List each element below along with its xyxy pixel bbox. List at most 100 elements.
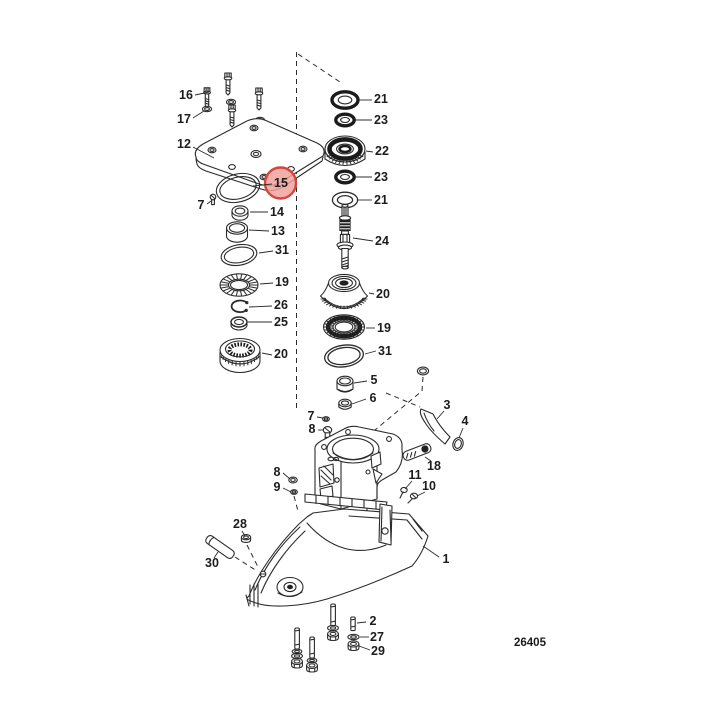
hatch-line (335, 160, 337, 163)
hatch-line (221, 287, 228, 288)
hatch-line (340, 306, 341, 309)
part-cover-bolt-washer (225, 98, 237, 106)
callout-16: 16 (179, 88, 193, 102)
callout-leader-8 (283, 473, 290, 479)
callout-1: 1 (443, 552, 450, 566)
callout-leader-13 (249, 230, 269, 231)
hatch-line (326, 303, 330, 305)
part-stud (310, 637, 315, 658)
part-oring-4 (451, 436, 465, 451)
hatch-line (354, 321, 362, 324)
hatch-line (350, 160, 351, 164)
callout-20: 20 (376, 287, 390, 301)
callout-leader-30 (214, 552, 218, 558)
hatch-line (355, 324, 363, 325)
part-shaft-24 (337, 204, 353, 269)
callout-12: 12 (177, 137, 191, 151)
part-washer-8-left (289, 477, 297, 483)
hatch-line (330, 332, 336, 336)
part-race-25 (231, 317, 247, 330)
callout-leader-9 (283, 488, 291, 492)
callout-leader-7 (317, 417, 323, 418)
hatch-line (254, 359, 255, 362)
callout-2: 2 (370, 614, 377, 628)
hatch-line (352, 332, 358, 336)
part-stud (295, 628, 300, 649)
callout-22: 22 (375, 144, 389, 158)
hatch-line (355, 329, 363, 330)
callout-leader-16 (195, 92, 209, 95)
hatch-line (250, 287, 257, 288)
callout-28: 28 (233, 517, 247, 531)
hatch-line (350, 305, 352, 308)
hatch-line (258, 355, 259, 357)
bearing-hatch-lines (220, 155, 367, 366)
hatch-line (358, 303, 362, 305)
hatch-line (334, 333, 338, 338)
part-upper-housing (305, 426, 402, 527)
part-15-highlight[interactable] (265, 168, 296, 199)
callout-5: 5 (371, 373, 378, 387)
callout-leader-2 (357, 622, 366, 623)
part-stud-nut (327, 630, 339, 642)
hatch-line (354, 330, 362, 333)
part-oring-23-lower (336, 171, 354, 183)
callout-leader-7 (207, 201, 211, 204)
hatch-line (352, 319, 358, 323)
part-stud-washer (328, 625, 339, 630)
callout-11: 11 (408, 468, 421, 482)
hatch-line (347, 306, 348, 309)
callout-14: 14 (270, 205, 284, 219)
hatch-line (329, 157, 332, 159)
callout-leader-20 (262, 353, 272, 355)
hatch-line (223, 357, 224, 360)
hatch-line (325, 329, 333, 330)
hatch-line (227, 277, 232, 281)
callout-31: 31 (275, 243, 289, 257)
callout-31: 31 (378, 344, 392, 358)
callout-leader-31 (365, 351, 376, 354)
part-screw-7-left (210, 194, 216, 204)
part-washer-7-mid (323, 417, 330, 422)
hatch-line (225, 359, 226, 362)
callout-29: 29 (371, 644, 385, 658)
hatch-line (339, 333, 341, 338)
callout-25: 25 (274, 315, 288, 329)
hatch-line (221, 282, 228, 283)
hatch-line (362, 298, 367, 299)
callout-leader-31 (259, 251, 273, 253)
part-washer-9 (291, 490, 298, 495)
hatch-line (244, 275, 247, 279)
hatch-line (353, 305, 356, 308)
callout-leader-12 (193, 147, 214, 158)
callout-leader-17 (193, 111, 204, 118)
hatch-line (350, 333, 354, 338)
part-bearing-22 (325, 136, 365, 166)
hatch-line (248, 279, 254, 282)
callout-leader-24 (353, 238, 373, 241)
part-shim-31-right (323, 343, 365, 370)
part-stud-washer (292, 653, 303, 658)
callout-30: 30 (205, 556, 219, 570)
hatch-line (236, 291, 237, 296)
hatch-line (347, 333, 349, 338)
part-sleeve-13 (227, 222, 248, 242)
callout-24: 24 (375, 234, 389, 248)
part-cover-bolt (223, 72, 233, 96)
callout-leader-4 (459, 428, 463, 438)
hatch-line (350, 317, 354, 322)
callout-7: 7 (198, 198, 205, 212)
callout-19: 19 (377, 321, 391, 335)
part-oring-21-top (332, 92, 358, 108)
callout-leader-10 (417, 492, 425, 496)
hatch-line (327, 155, 331, 157)
callout-20: 20 (274, 347, 288, 361)
part-nut-28 (241, 535, 250, 543)
callout-8: 8 (309, 422, 316, 436)
hatch-line (330, 319, 336, 323)
drawing-number: 26405 (514, 637, 547, 649)
callout-3: 3 (444, 398, 451, 412)
callout-15[interactable]: 15 (274, 176, 288, 190)
part-shim-31-left (220, 242, 259, 268)
